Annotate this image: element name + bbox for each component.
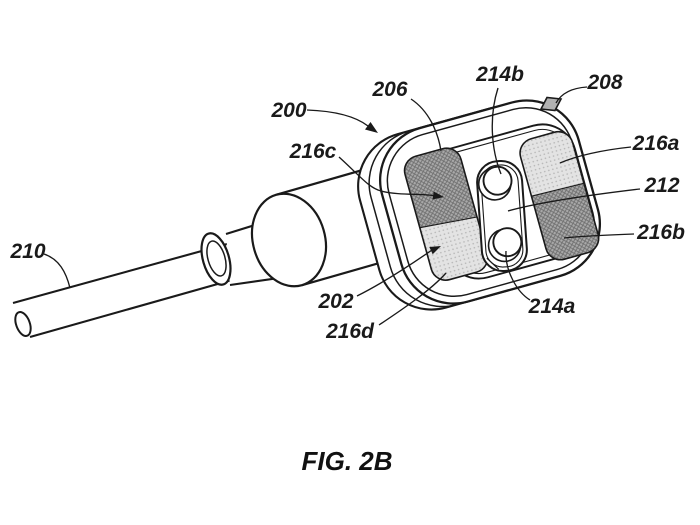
leader-216c	[338, 156, 436, 197]
leader-214a	[505, 250, 531, 301]
leader-210	[43, 253, 71, 289]
arrowhead-200-icon	[365, 122, 378, 133]
leader-200	[306, 109, 369, 127]
ref-label-208: 208	[586, 71, 622, 94]
leader-206	[410, 98, 442, 152]
ref-label-212: 212	[643, 174, 679, 197]
pin-capsule	[476, 159, 528, 273]
leader-216a	[559, 146, 632, 164]
ref-label-202: 202	[317, 290, 353, 313]
arrowhead-216c-icon	[432, 191, 444, 200]
left-contact-pad	[401, 144, 489, 281]
ref-label-206: 206	[371, 78, 407, 101]
alignment-notch	[539, 96, 563, 112]
leader-202	[356, 249, 433, 297]
ref-label-214a: 214a	[528, 295, 576, 318]
ref-label-216b: 216b	[636, 221, 685, 244]
ref-label-216d: 216d	[325, 320, 375, 343]
right-contact-pad	[516, 128, 600, 261]
ref-label-214b: 214b	[475, 63, 524, 86]
cable-end-face	[14, 311, 32, 337]
ref-label-200: 200	[270, 99, 306, 122]
leader-214b	[491, 87, 502, 175]
leader-208	[555, 86, 588, 104]
figure-caption: FIG. 2B	[301, 446, 392, 476]
pin-214a	[487, 227, 523, 263]
arrowhead-202-icon	[429, 246, 441, 255]
ref-label-216a: 216a	[632, 132, 680, 155]
ref-label-216c: 216c	[289, 140, 337, 163]
leader-212	[507, 188, 641, 212]
leader-216b	[563, 233, 635, 239]
collar-ring	[200, 232, 232, 286]
pin-214b	[477, 165, 513, 201]
ref-label-210: 210	[9, 240, 45, 263]
leader-216d	[378, 272, 447, 326]
